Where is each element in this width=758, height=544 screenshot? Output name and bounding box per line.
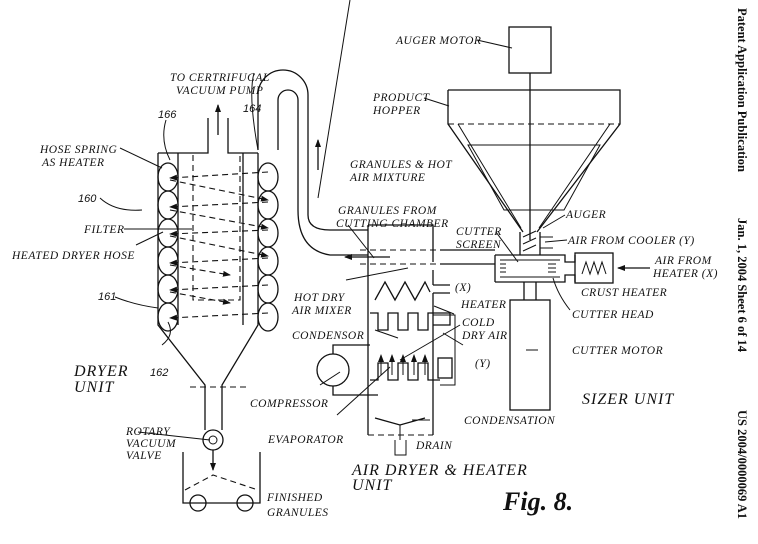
air-from-cooler-label: AIR FROM COOLER (Y): [567, 235, 695, 247]
cold-dry-air-label-1: COLD: [462, 317, 495, 329]
cutter-motor-label: CUTTER MOTOR: [572, 345, 663, 357]
auger-label: AUGER: [565, 209, 606, 221]
rotary-label-1: ROTARY: [125, 426, 171, 438]
air-unit-label-2: UNIT: [352, 477, 393, 494]
hopper-label-2: HOPPER: [372, 105, 421, 117]
dryer-unit-label-2: UNIT: [74, 379, 115, 396]
air-from-heater-label-1: AIR FROM: [654, 255, 713, 267]
heater-coil: [375, 282, 430, 300]
cutter-head-label: CUTTER HEAD: [572, 309, 654, 321]
crust-heater-label: CRUST HEATER: [581, 287, 667, 299]
hot-dry-label-2: AIR MIXER: [291, 305, 352, 317]
heater-label: HEATER: [460, 299, 506, 311]
ref-164: 164: [243, 103, 261, 115]
rotary-vacuum-valve: [203, 430, 223, 470]
hopper-fill: [468, 145, 600, 210]
ref-160: 160: [78, 193, 97, 205]
cooler-air-inlet: [540, 237, 553, 248]
drain-pipe: [395, 425, 406, 455]
hose-coils-right: [258, 163, 278, 331]
heated-dryer-hose-label: HEATED DRYER HOSE: [11, 250, 135, 262]
date-sheet-label: Jan. 1, 2004 Sheet 6 of 14: [735, 218, 749, 353]
cold-dry-air-label-2: DRY AIR: [461, 330, 508, 342]
finished-granules-cart: [183, 452, 260, 511]
cutter-screen-label-1: CUTTER: [456, 226, 502, 238]
cutter-motor-box: [510, 300, 550, 410]
finished-granules-label-2: GRANULES: [267, 507, 329, 519]
dryer-unit-label-1: DRYER: [73, 363, 128, 380]
from-chamber-label-2: CUTTING CHAMBER: [336, 218, 449, 230]
publication-label: Patent Application Publication: [735, 8, 749, 172]
hose-coils-left: [158, 163, 178, 331]
drain-label: DRAIN: [415, 440, 453, 452]
finished-granules-label-1: FINISHED: [266, 492, 323, 504]
filter-label: FILTER: [83, 224, 124, 236]
sizer-unit-label: SIZER UNIT: [582, 391, 674, 408]
vacuum-pump-label-2: VACUUM PUMP: [176, 85, 263, 97]
ref-166: 166: [158, 109, 177, 121]
hot-dry-label-1: HOT DRY: [293, 292, 346, 304]
labels: TO CERTRIFUCAL VACUUM PUMP 166 164 HOSE …: [11, 35, 718, 519]
crust-heater-coil: [582, 262, 606, 274]
mixture-label-2: AIR MIXTURE: [349, 172, 425, 184]
compressor-lines: [333, 345, 378, 395]
dryer-unit: [158, 105, 278, 511]
condensation-label: CONDENSATION: [464, 415, 556, 427]
auger-motor-label: AUGER MOTOR: [395, 35, 481, 47]
crust-heater-box: [575, 253, 613, 283]
air-from-heater-label-2: HEATER (X): [652, 268, 718, 280]
mixture-label-1: GRANULES & HOT: [350, 159, 453, 171]
condensation-tray: [375, 418, 425, 425]
from-chamber-label-1: GRANULES FROM: [338, 205, 438, 217]
condensor-coil: [370, 313, 450, 330]
ref-161: 161: [98, 291, 116, 303]
ref-162: 162: [150, 367, 168, 379]
hose-spring-label-1: HOSE SPRING: [39, 144, 118, 156]
x-marker-label: (X): [455, 282, 471, 294]
valve-box: [438, 358, 452, 378]
rotary-label-3: VALVE: [126, 450, 162, 462]
page-header: Patent Application Publication Jan. 1, 2…: [735, 8, 749, 519]
cutter-chamber: [495, 255, 575, 282]
vacuum-pump-label-1: TO CERTRIFUCAL: [170, 72, 270, 84]
auger-flights: [523, 231, 536, 251]
evaporator-label: EVAPORATOR: [267, 434, 344, 446]
compressor-label: COMPRESSOR: [250, 398, 328, 410]
hopper-label-1: PRODUCT: [372, 92, 431, 104]
cutter-screen-label-2: SCREEN: [456, 239, 502, 251]
hose-spring-label-2: AS HEATER: [41, 157, 105, 169]
cutter-head: [500, 264, 556, 272]
auger-motor-box: [509, 27, 551, 73]
air-flow-arrows: [170, 172, 268, 318]
publication-number: US 2004/0000069 A1: [735, 410, 749, 519]
compressor: [317, 354, 349, 386]
filter-element: [193, 155, 240, 300]
figure-label: Fig. 8.: [502, 487, 573, 516]
y-marker-label: (Y): [475, 358, 491, 370]
rotary-label-2: VACUUM: [126, 438, 177, 450]
condensor-label: CONDENSOR: [292, 330, 364, 342]
cutter-shaft: [524, 282, 536, 300]
